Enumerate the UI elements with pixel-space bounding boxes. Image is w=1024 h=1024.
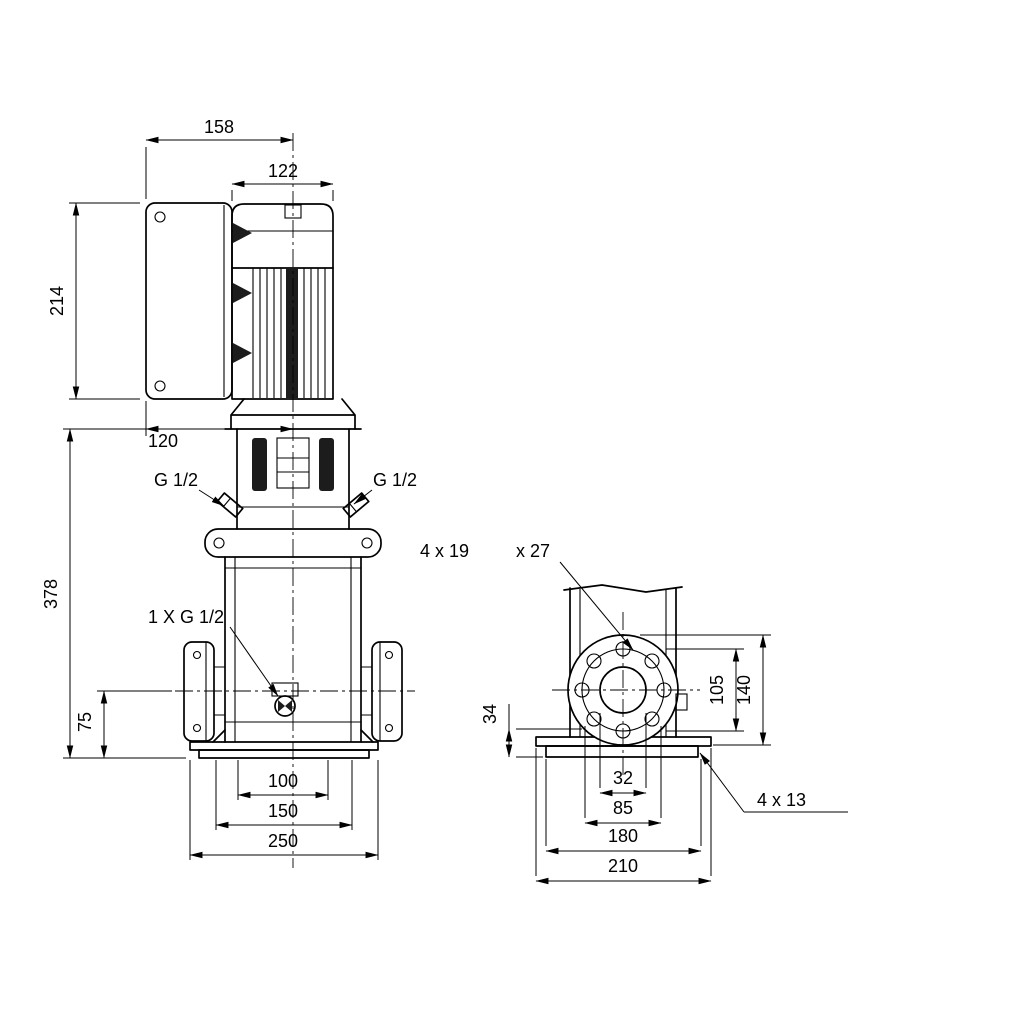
flange-tab (675, 693, 688, 711)
dim-port-height: 75 (75, 690, 172, 759)
dim-motor-width: 122 (231, 161, 334, 201)
flange-holes-label-b: x 27 (516, 541, 550, 561)
pump-column (183, 556, 403, 743)
drain-boss (271, 682, 299, 697)
dim-pump-height: 378 (41, 428, 186, 759)
flange-holes-label-a: 4 x 19 (420, 541, 469, 561)
dim-250-label: 250 (268, 831, 298, 851)
dim-bolt-circle: 105 (666, 648, 744, 732)
bolt-hole (586, 711, 602, 727)
side-view: 4 x 19 x 27 105 140 34 32 85 (420, 541, 848, 885)
port-left-label: G 1/2 (154, 470, 198, 490)
dim-flange-od: 140 (640, 634, 771, 746)
dim-105-label: 105 (707, 675, 727, 705)
drain-port-callout: 1 X G 1/2 (148, 607, 279, 697)
flange-hole (384, 723, 394, 733)
dim-head-width: 120 (145, 401, 294, 451)
control-box (145, 202, 233, 400)
break-line (563, 584, 683, 593)
dim-34-label: 34 (480, 704, 500, 724)
base-plate-bottom (545, 745, 699, 758)
dim-180-label: 180 (608, 826, 638, 846)
dim-100-label: 100 (268, 771, 298, 791)
bolt-hole (644, 653, 660, 669)
dim-150-label: 150 (268, 801, 298, 821)
dim-base-height: 34 (480, 704, 582, 758)
dim-378-label: 378 (41, 579, 61, 609)
flange-hole (384, 650, 394, 660)
pipe-stub-right (361, 666, 372, 716)
base-front (189, 729, 379, 759)
port-label-right: G 1/2 (353, 470, 417, 505)
motor-stool (230, 398, 356, 430)
column-sides (569, 587, 677, 738)
dim-214-label: 214 (47, 286, 67, 316)
dim-120-label: 120 (148, 431, 178, 451)
drain-plug (274, 695, 296, 717)
dim-122-label: 122 (268, 161, 298, 181)
coupling-window (252, 438, 267, 491)
drain-plug-symbol (278, 700, 292, 712)
dim-158-label: 158 (204, 117, 234, 137)
port-right-label: G 1/2 (373, 470, 417, 490)
dim-85-label: 85 (613, 798, 633, 818)
head-sides (236, 428, 350, 530)
base-plate-top (189, 741, 379, 751)
flange-hole (192, 650, 202, 660)
dim-motor-height: 214 (47, 202, 140, 400)
dim-75-label: 75 (75, 712, 95, 732)
dim-32-label: 32 (613, 768, 633, 788)
flange-bolt (213, 537, 225, 549)
flange-bolt (361, 537, 373, 549)
pipe-stub-left (214, 666, 225, 716)
base-dimensions-side: 32 85 180 210 (535, 713, 712, 885)
gauge-port-right (342, 492, 370, 518)
column-outer (224, 556, 362, 743)
coupling-window (319, 438, 334, 491)
dim-140-label: 140 (734, 675, 754, 705)
gauge-port-left (216, 492, 244, 518)
base-dimensions-front: 100 150 250 (189, 760, 379, 860)
motor-body (231, 203, 334, 400)
flange-hole (192, 723, 202, 733)
motor-drive-unit (145, 202, 362, 430)
base-holes-label: 4 x 13 (757, 790, 806, 810)
front-view: 158 122 214 120 378 75 (41, 117, 417, 868)
pipe-flange-left (183, 641, 215, 742)
control-box-screw (154, 211, 166, 223)
clamp-clips (233, 223, 252, 363)
base-flare (212, 729, 374, 743)
cooling-fins (252, 268, 326, 398)
fin-center-rib (286, 268, 298, 398)
base-plate-bottom (198, 749, 370, 759)
control-box-screw (154, 380, 166, 392)
flange-holes-callout: 4 x 19 x 27 (420, 541, 634, 651)
bolt-hole (586, 653, 602, 669)
dim-overall-width: 158 (145, 117, 294, 199)
pipe-flange-right (371, 641, 403, 742)
base-holes-callout: 4 x 13 (699, 752, 848, 813)
bolt-hole (644, 711, 660, 727)
column-staybolts (234, 557, 352, 742)
drain-port-label: 1 X G 1/2 (148, 607, 224, 627)
port-label-left: G 1/2 (154, 470, 225, 507)
dim-210-label: 210 (608, 856, 638, 876)
